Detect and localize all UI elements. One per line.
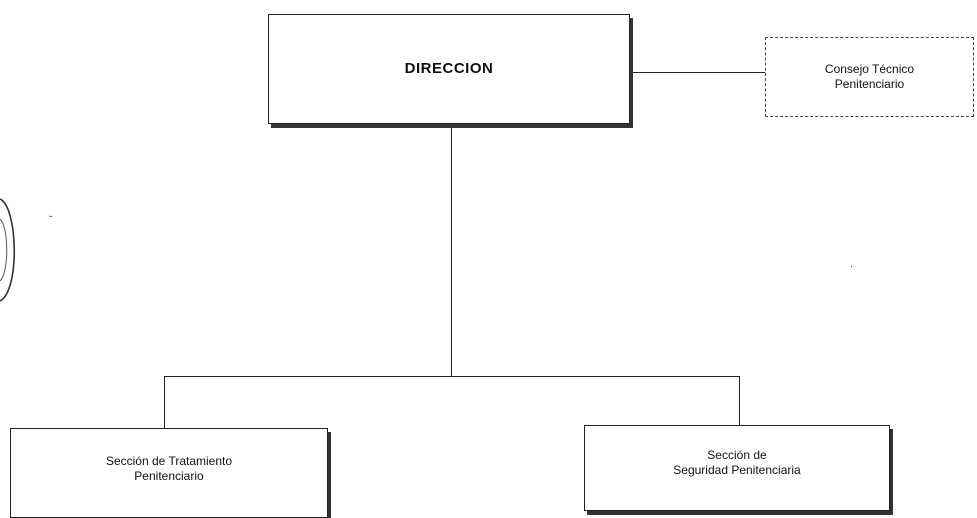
stray-dot-icon: ·: [850, 262, 854, 273]
connector-to-tratamiento: [164, 376, 165, 428]
node-seccion-seguridad: Sección de Seguridad Penitenciaria: [584, 425, 890, 511]
node-direccion-label: DIRECCION: [404, 59, 494, 77]
node-consejo-tecnico-line1: Consejo Técnico: [824, 62, 915, 76]
node-direccion: DIRECCION: [268, 14, 630, 124]
node-consejo-tecnico-line2: Penitenciario: [834, 77, 905, 91]
partial-seal-icon: [0, 198, 16, 302]
connector-direccion-consejo: [630, 72, 765, 73]
connector-to-seguridad: [739, 376, 740, 425]
stray-mark-icon: ˘: [48, 214, 54, 227]
node-seccion-tratamiento-line2: Penitenciario: [134, 469, 204, 483]
node-seccion-tratamiento-label: Sección de Tratamiento Penitenciario: [106, 454, 232, 484]
node-seccion-seguridad-line1: Sección de: [707, 448, 767, 462]
node-consejo-tecnico: Consejo Técnico Penitenciario: [765, 37, 974, 117]
node-seccion-seguridad-line2: Seguridad Penitenciaria: [673, 463, 801, 477]
node-consejo-tecnico-label: Consejo Técnico Penitenciario: [825, 62, 914, 92]
node-seccion-tratamiento-line1: Sección de Tratamiento: [105, 454, 233, 468]
node-seccion-tratamiento: Sección de Tratamiento Penitenciario: [10, 428, 328, 518]
connector-horizontal-bus: [164, 376, 739, 377]
node-seccion-seguridad-label: Sección de Seguridad Penitenciaria: [673, 448, 800, 478]
connector-direccion-down: [451, 124, 452, 376]
